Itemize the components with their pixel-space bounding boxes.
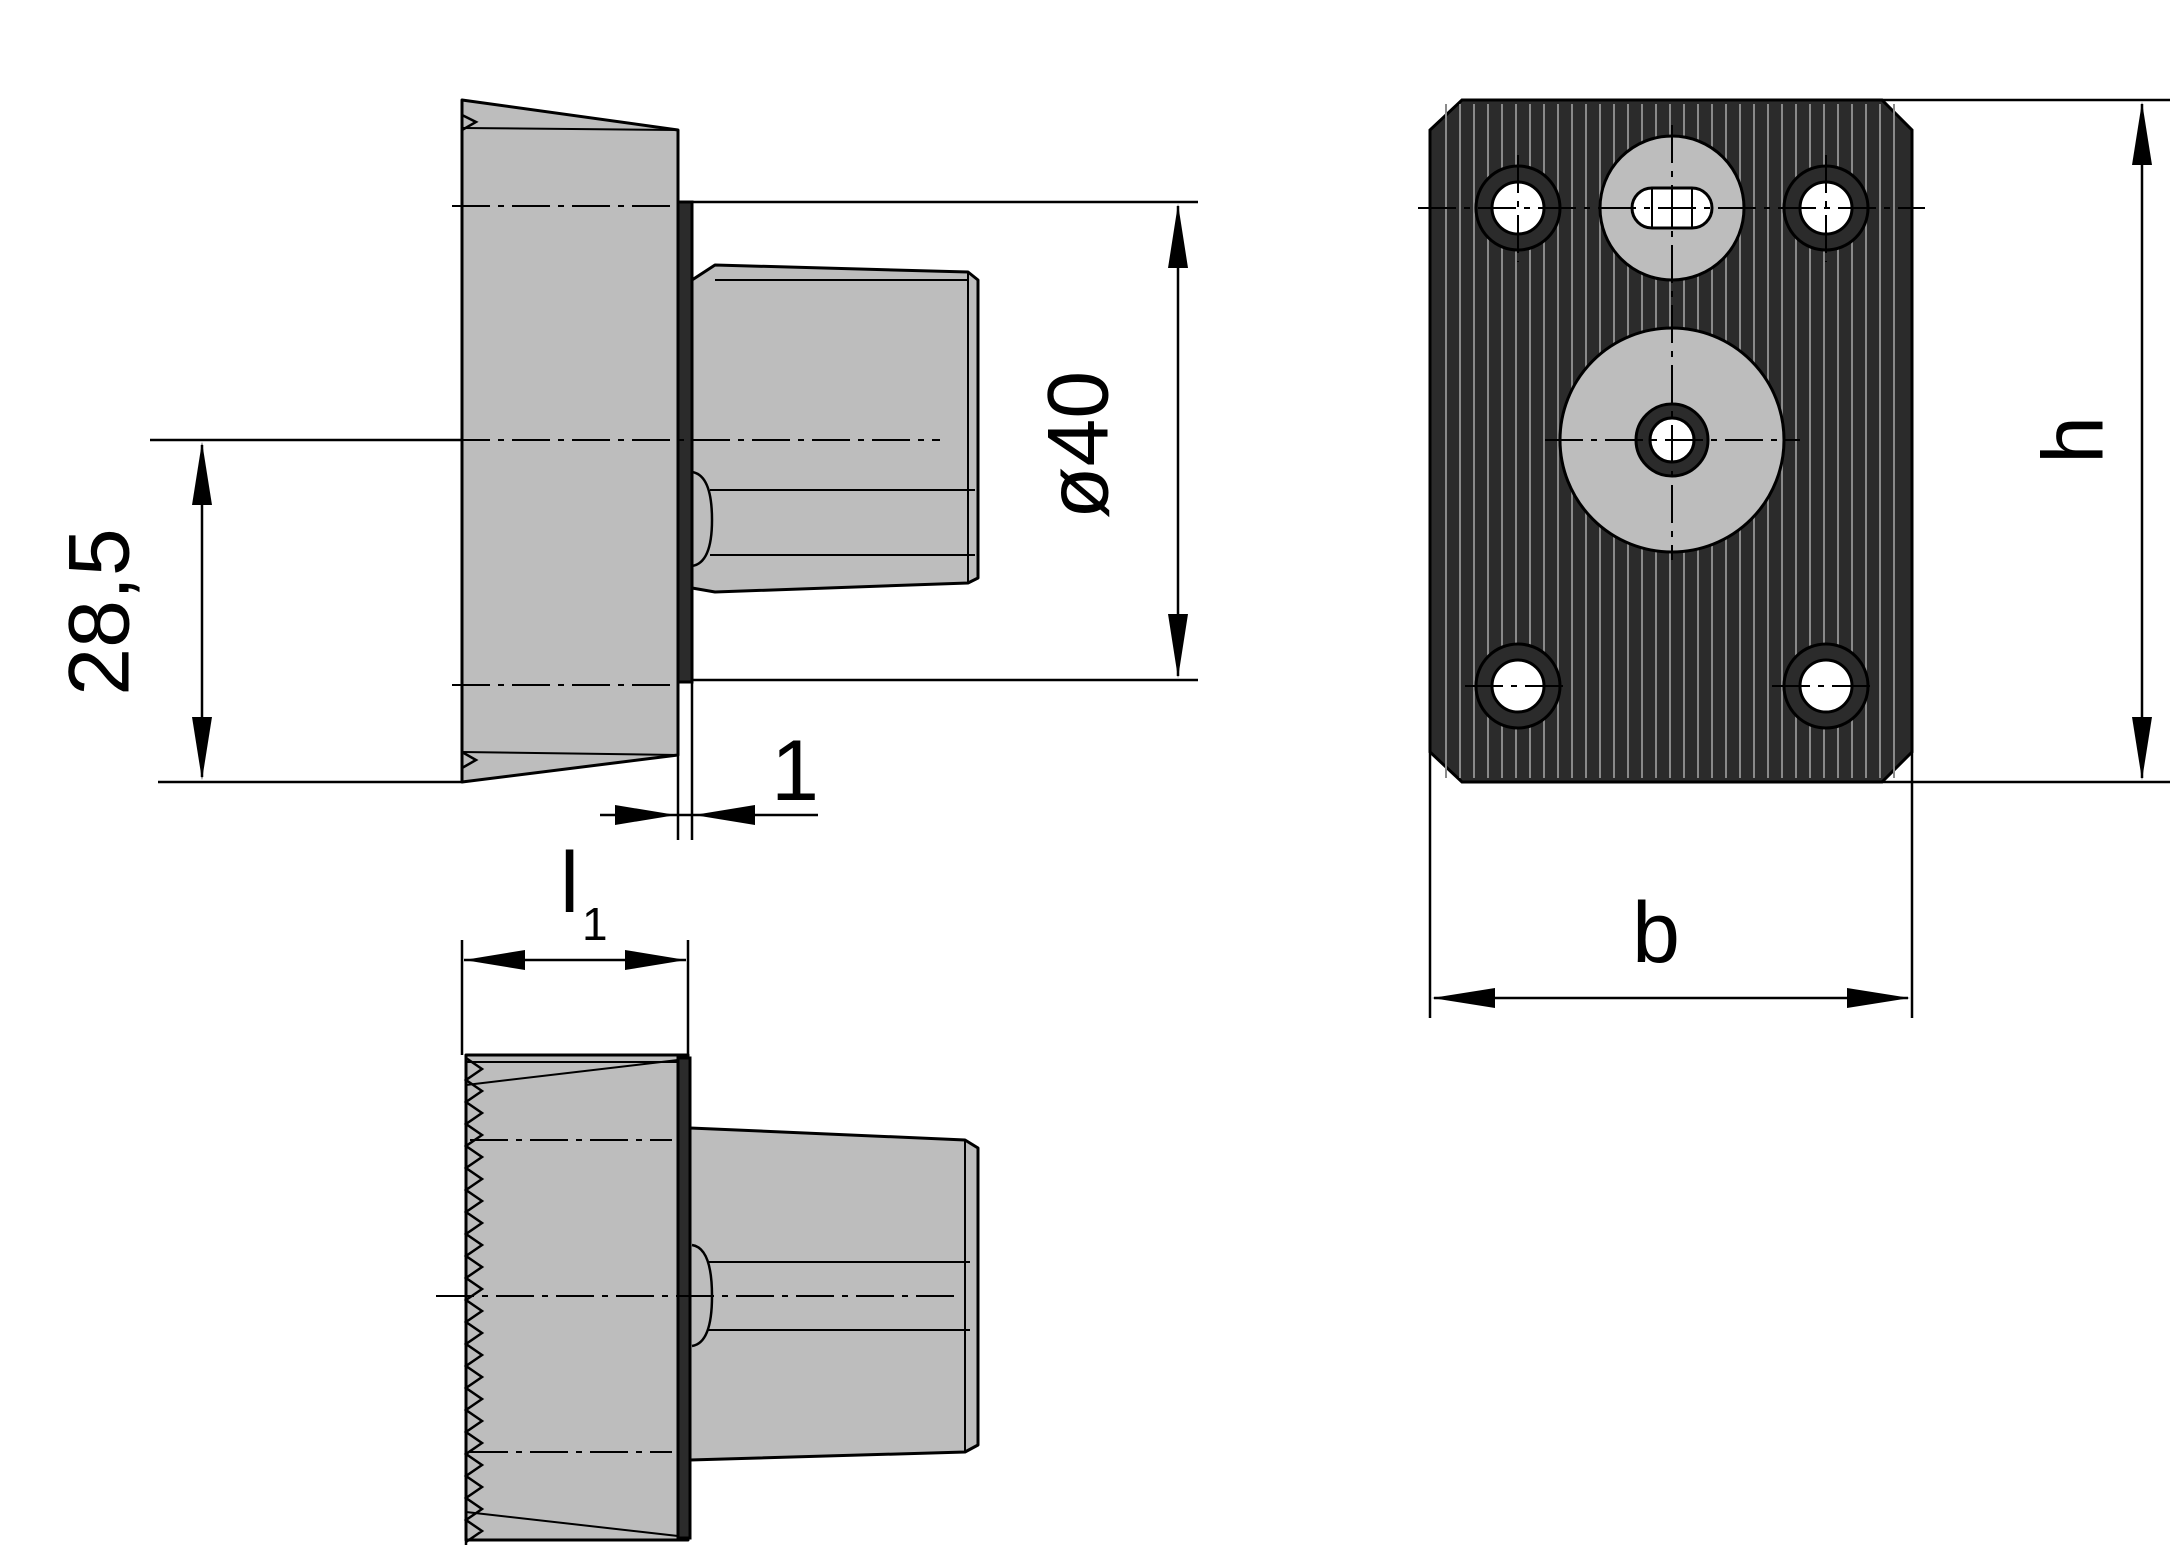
dim-40-arrow-top	[1168, 204, 1188, 268]
serrated-body	[464, 1053, 690, 1542]
serrated-chamfer-bottom-diag	[465, 1511, 679, 1537]
dim-b-label: b	[1632, 885, 1680, 981]
dim-40-label: ø40	[1031, 371, 1127, 519]
flange-chamfer-top-inner	[461, 127, 679, 131]
dim-28-5-arrow-bottom	[192, 717, 212, 780]
dim-1-arrow-right	[694, 805, 755, 825]
front-view: h b	[1418, 98, 2170, 1018]
flange-chamfer-bottom-inner	[461, 751, 679, 756]
flange-notch-bottom	[461, 750, 479, 770]
serrated-view: l 1	[436, 835, 980, 1545]
dim-b-arrow-right	[1847, 988, 1910, 1008]
dim-h-arrow-top	[2132, 102, 2152, 165]
serrated-contact-strip	[676, 1056, 692, 1540]
screw-hole-bottom-right	[1782, 642, 1870, 730]
dim-40-arrow-bottom	[1168, 614, 1188, 678]
flange-notch-top	[461, 113, 479, 132]
screw-hole-bottom-left	[1474, 642, 1562, 730]
flange-chamfer-top	[461, 99, 679, 131]
screw-hole-top-left	[1474, 164, 1562, 252]
dim-l1-arrow-right	[625, 950, 686, 970]
serrated-shank	[688, 1126, 980, 1462]
dim-28-5-label: 28,5	[52, 528, 148, 695]
shank	[690, 263, 980, 594]
dim-b-arrow-left	[1432, 988, 1495, 1008]
dim-l1-subscript: 1	[582, 898, 608, 950]
dim-h-label: h	[2026, 416, 2122, 464]
dim-l1-arrow-left	[464, 950, 525, 970]
dim-1-label: 1	[771, 723, 819, 819]
side-view: 28,5 ø40 1	[52, 98, 1198, 840]
dim-l1-label: l	[560, 835, 579, 931]
serrated-chamfer-top-diag	[465, 1059, 679, 1086]
contact-strip	[676, 200, 694, 684]
dim-28-5-arrow-top	[192, 442, 212, 505]
dim-h-arrow-bottom	[2132, 717, 2152, 780]
dim-1-arrow-left	[615, 805, 676, 825]
shank-relief	[691, 470, 714, 568]
dim-l1-main: l	[560, 835, 579, 931]
